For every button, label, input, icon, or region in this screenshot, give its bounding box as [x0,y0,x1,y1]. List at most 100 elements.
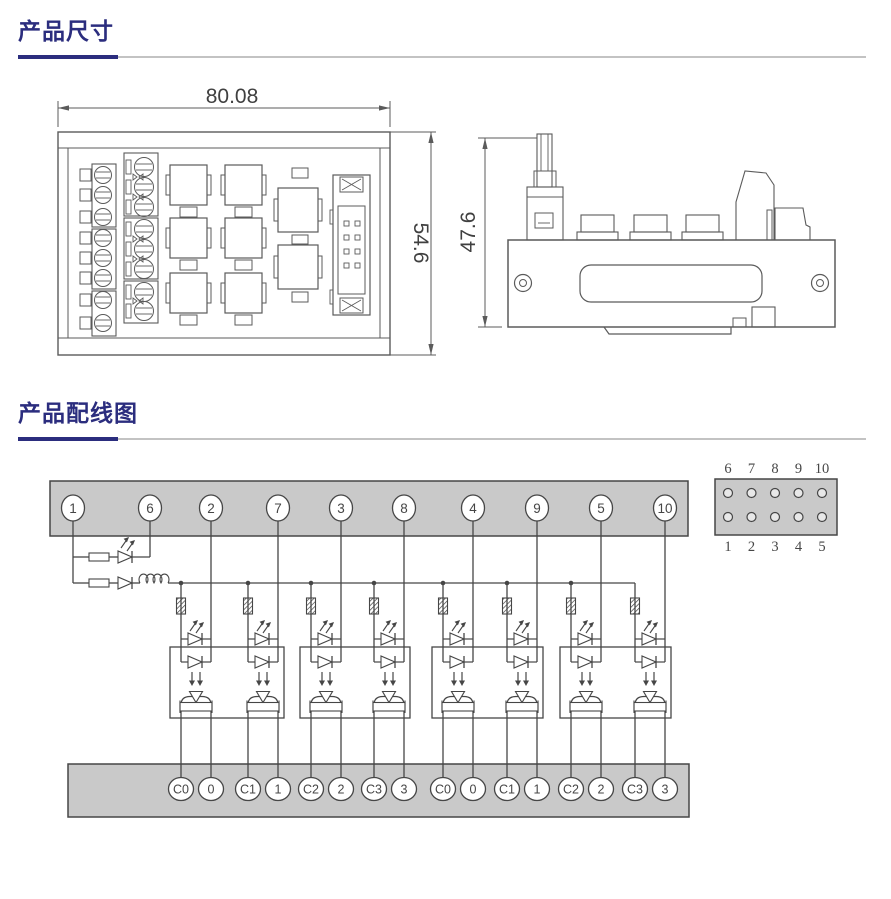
resistor [437,597,449,615]
svg-text:7: 7 [748,461,755,477]
bottom-terminal-C0-0: C0 [167,776,195,802]
front-view-geometry [57,101,436,356]
resistor [565,597,577,615]
svg-text:1: 1 [534,783,541,797]
dim-height-label: 54.6 [409,223,432,264]
side-view-geometry [478,133,836,335]
underline-accent [18,437,118,441]
svg-text:10: 10 [815,461,830,477]
top-terminal-3: 3 [328,494,354,522]
svg-text:C1: C1 [499,783,515,797]
svg-text:3: 3 [662,783,669,797]
dim-depth-label: 47.6 [457,212,480,253]
svg-text:2: 2 [748,539,755,555]
svg-text:C0: C0 [435,783,451,797]
bottom-terminal-C3-7: C3 [621,776,649,802]
underline-gray [18,438,866,440]
svg-text:0: 0 [470,783,477,797]
svg-text:10: 10 [657,501,672,516]
title-underline-wiring [18,437,866,441]
svg-text:6: 6 [724,461,731,477]
title-underline-dimensions [18,55,866,59]
svg-text:C2: C2 [563,783,579,797]
pin-header-pins [722,487,828,523]
resistor [629,597,641,615]
relay-unit-8 [629,521,667,778]
top-terminal-2: 2 [198,494,224,522]
underline-accent [18,55,118,59]
terminal-bars [49,480,690,818]
front-view-drawing: 80.08 54.6 [57,85,436,356]
svg-text:1: 1 [69,501,77,516]
top-terminal-9: 9 [524,494,550,522]
bottom-terminal-2-2: 2 [327,776,355,802]
relay-unit-5 [437,521,475,778]
bottom-terminal-1-1: 1 [264,776,292,802]
underline-gray [18,56,866,58]
svg-text:1: 1 [275,783,282,797]
svg-text:2: 2 [598,783,605,797]
bottom-terminal-C3-3: C3 [360,776,388,802]
top-terminal-10: 10 [652,494,678,522]
svg-text:2: 2 [338,783,345,797]
top-terminal-1: 1 [60,494,86,522]
top-terminal-5: 5 [588,494,614,522]
svg-text:3: 3 [401,783,408,797]
svg-text:6: 6 [146,501,154,516]
svg-text:3: 3 [771,539,778,555]
svg-text:9: 9 [795,461,802,477]
svg-text:0: 0 [208,783,215,797]
bottom-terminal-C1-1: C1 [234,776,262,802]
bottom-terminal-2-6: 2 [587,776,615,802]
side-view-drawing: 47.6 [457,133,836,335]
svg-text:4: 4 [469,501,477,516]
resistor [175,597,187,615]
svg-text:5: 5 [818,539,825,555]
relay-unit-2 [242,521,280,778]
top-terminal-4: 4 [460,494,486,522]
section-title-wiring: 产品配线图 [18,400,138,426]
resistor [242,597,254,615]
top-terminal-7: 7 [265,494,291,522]
resistor [501,597,513,615]
bottom-terminal-3-3: 3 [390,776,418,802]
svg-text:9: 9 [533,501,541,516]
svg-text:8: 8 [771,461,778,477]
bottom-terminal-3-7: 3 [651,776,679,802]
relay-unit-7 [565,521,603,778]
relay-unit-4 [368,521,406,778]
svg-text:C3: C3 [366,783,382,797]
bottom-terminal-C1-5: C1 [493,776,521,802]
dim-width-label: 80.08 [206,85,259,108]
svg-text:C2: C2 [303,783,319,797]
bottom-terminal-0-4: 0 [459,776,487,802]
bottom-terminal-C0-4: C0 [429,776,457,802]
svg-text:C0: C0 [173,783,189,797]
bottom-terminal-row: C0 0 C1 1 C2 2 C3 3 C0 0 C1 1 C2 2 C3 3 [167,776,679,802]
svg-text:5: 5 [597,501,605,516]
bottom-terminal-C2-2: C2 [297,776,325,802]
resistor [368,597,380,615]
svg-text:8: 8 [400,501,408,516]
relay-unit-3 [305,521,343,778]
section-title-dimensions: 产品尺寸 [18,18,114,44]
svg-text:4: 4 [795,539,803,555]
relay-unit-1 [175,521,213,778]
relay-group-boxes [169,646,672,719]
relay-units [175,521,667,778]
svg-text:7: 7 [274,501,282,516]
bottom-terminal-C2-6: C2 [557,776,585,802]
svg-text:2: 2 [207,501,215,516]
resistor [305,597,317,615]
top-terminal-8: 8 [391,494,417,522]
top-terminal-6: 6 [137,494,163,522]
svg-text:1: 1 [724,539,731,555]
svg-text:C3: C3 [627,783,643,797]
svg-text:C1: C1 [240,783,256,797]
bottom-terminal-1-5: 1 [523,776,551,802]
